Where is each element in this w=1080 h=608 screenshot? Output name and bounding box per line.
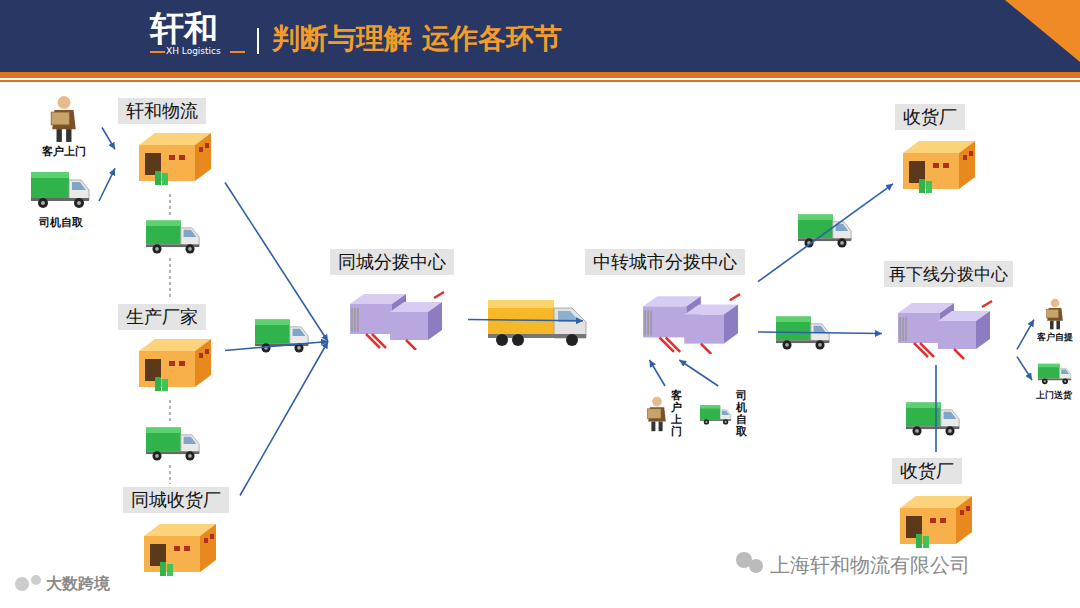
logo-subtext: XH Logistics [166,46,221,56]
person-icon [48,95,80,143]
icon-caption: 司机自取 [25,216,97,229]
flow-arrow [102,128,115,150]
flow-node: 司机自取 [700,386,752,446]
logo-rule [230,51,245,53]
flow-node: 生产厂家 [115,303,225,398]
flow-node: 司机自取 [25,170,99,232]
flow-node: 收货厂 [893,103,985,198]
weibo-icon [15,575,41,591]
node-label: 同城收货厂 [123,487,229,513]
flow-arrow [225,342,328,351]
flow-arrow [1017,320,1034,350]
flow-arrow [650,360,666,386]
truck-icon [146,221,199,254]
truck-icon [700,404,732,426]
flow-arrow [225,183,328,342]
header-bar [0,0,1080,72]
node-label: 收货厂 [892,458,962,484]
flow-arrow [1017,357,1032,380]
warehouse-icon [140,522,220,577]
truck-icon [31,170,91,210]
warehouse-icon [135,131,215,186]
icon-caption: 客户自提 [1034,332,1076,343]
truck-icon [1038,362,1072,386]
flow-arrow [758,184,893,282]
flow-arrow [758,332,882,334]
flow-arrow [240,342,328,496]
logo-text: 轩和 [150,6,218,52]
truck-icon [906,403,959,436]
node-label: 再下线分拨中心 [884,261,1013,287]
slide-title: 判断与理解 运作各环节 [272,20,562,58]
wechat-icon [736,552,763,573]
person-icon [1044,298,1066,330]
header-stripe [0,80,1080,82]
watermark: 大数跨境 [46,574,110,595]
icon-caption: 上门送货 [1032,390,1076,401]
flow-node: 客户上门 [28,95,102,160]
node-label: 收货厂 [895,104,965,130]
flow-node: 同城分拨中心 [328,248,468,358]
truck-icon [146,428,199,461]
vertical-label: 司机自取 [736,390,747,438]
sorting-center-icon [894,298,994,360]
warehouse-icon [899,139,979,194]
flow-node: 中转城市分拨中心 [583,248,758,360]
flow-node: 客户上门 [645,386,685,446]
flow-node: 再下线分拨中心 [882,260,1017,365]
header-stripe [0,72,1080,78]
flow-arrow [468,320,583,321]
warehouse-icon [896,494,976,549]
flow-node: 收货厂 [890,452,982,552]
person-icon [645,394,669,434]
separator [257,28,259,54]
flow-node: 轩和物流 [115,97,225,192]
vertical-label: 客户上门 [671,390,682,438]
sorting-center-icon [346,290,446,350]
logo-rule [150,51,165,53]
node-label: 同城分拨中心 [330,249,454,275]
flow-arrow [99,168,115,201]
watermark: 上海轩和物流有限公司 [770,552,970,579]
flow-arrow [679,360,718,386]
node-label: 轩和物流 [118,98,206,124]
flow-node: 上门送货 [1032,362,1078,407]
flow-node: 同城收货厂 [120,486,240,581]
flow-arrow [935,365,937,452]
icon-caption: 客户上门 [28,145,100,158]
node-label: 生产厂家 [118,304,206,330]
sorting-center-icon [638,292,743,354]
warehouse-icon [135,337,215,392]
node-label: 中转城市分拨中心 [585,249,745,275]
flow-node: 客户自提 [1034,298,1078,346]
big-truck-icon [488,300,586,346]
corner-triangle [1005,0,1080,62]
